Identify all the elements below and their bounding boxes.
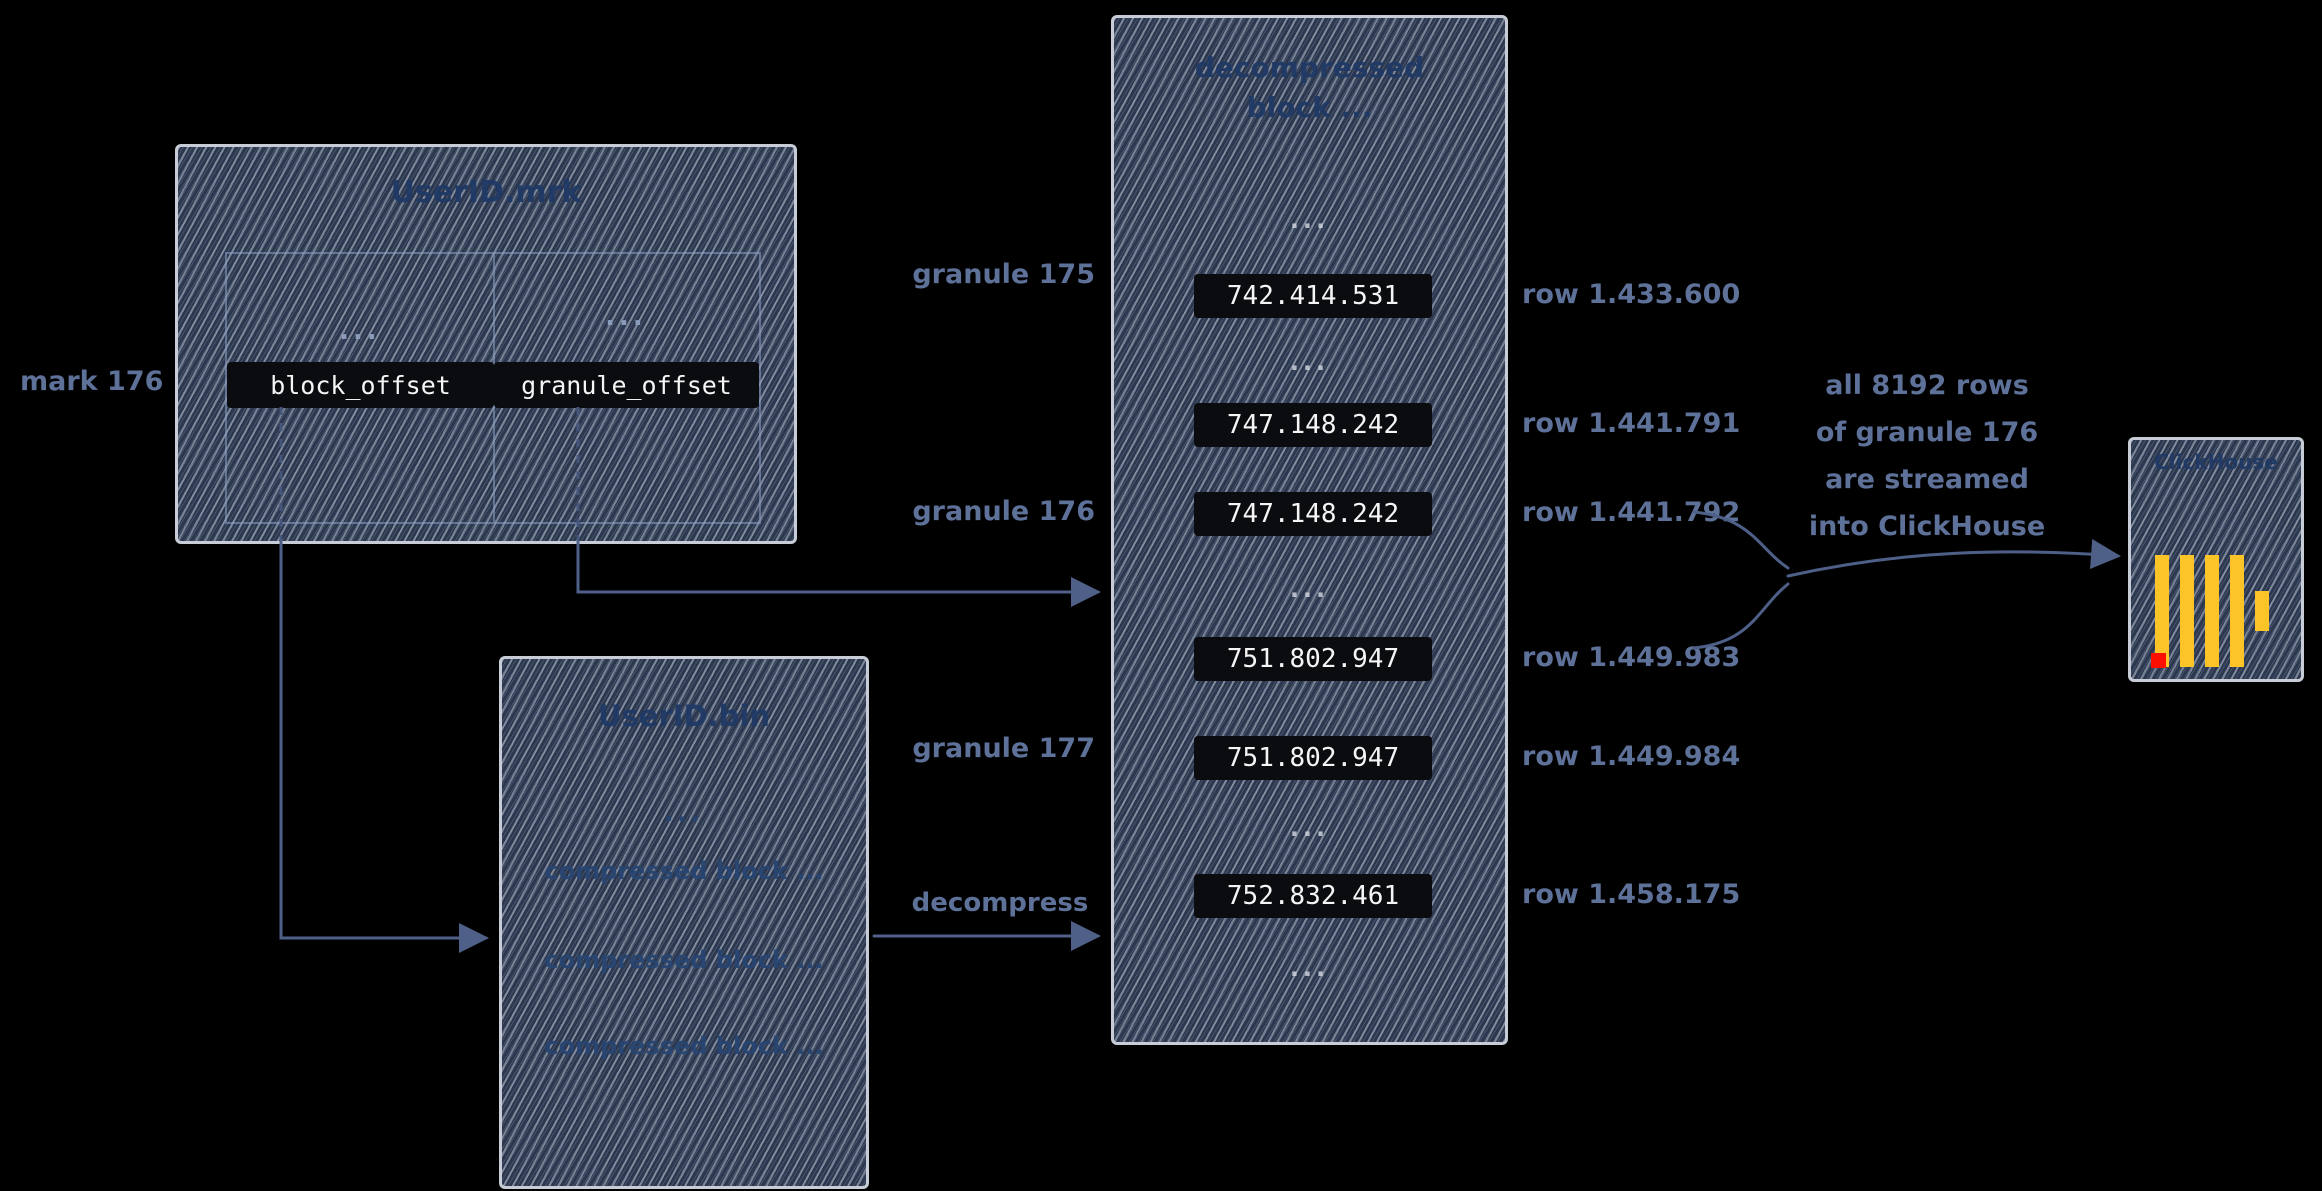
decompressed-block-title-line2: block ...	[1246, 91, 1373, 124]
logo-bar-3	[2205, 555, 2219, 667]
stream-note-line3: are streamed	[1825, 464, 2029, 495]
stream-note-line2: of granule 176	[1815, 417, 2039, 448]
granule-175-label: granule 175	[912, 259, 1095, 290]
granule-177-label: granule 177	[912, 733, 1095, 764]
granule-176-label: granule 176	[912, 496, 1095, 527]
userid-bin-file-box: UserID.bin ... compressed block ... comp…	[499, 656, 869, 1189]
bin-file-title: UserID.bin	[597, 699, 770, 733]
mrk-file-title: UserID.mrk	[390, 175, 582, 210]
clickhouse-box: ClickHouse	[2128, 437, 2304, 682]
row-label-3: row 1.441.792	[1522, 497, 1741, 528]
userid-value-5: 751.802.947	[1194, 736, 1432, 780]
value-dots-1: ...	[1289, 206, 1330, 234]
block-offset-dots: ...	[339, 316, 381, 346]
stream-note-line1: all 8192 rows	[1825, 370, 2029, 401]
userid-value-3: 747.148.242	[1194, 492, 1432, 536]
userid-value-1: 742.414.531	[1194, 274, 1432, 318]
mark-176-label: mark 176	[20, 366, 164, 397]
granule-offset-dots: ...	[605, 302, 647, 332]
block-offset-arrow	[279, 539, 489, 953]
stream-brace-bottom	[1692, 582, 1790, 650]
userid-value-2: 747.148.242	[1194, 403, 1432, 447]
logo-bar-short	[2255, 591, 2269, 631]
row-label-1: row 1.433.600	[1522, 279, 1741, 310]
mark-entry-table: ... ... block_offset granule_offset	[225, 252, 761, 524]
stream-note: all 8192 rows of granule 176 are streame…	[1782, 362, 2072, 550]
row-label-5: row 1.449.984	[1522, 741, 1741, 772]
compressed-block-2: compressed block ...	[544, 946, 824, 974]
value-dots-4: ...	[1289, 814, 1330, 842]
value-dots-3: ...	[1289, 575, 1330, 603]
userid-mrk-file-box: UserID.mrk ... ... block_offset granule_…	[175, 144, 797, 544]
logo-bar-1	[2155, 555, 2169, 667]
compressed-block-3: compressed block ...	[544, 1032, 824, 1060]
userid-value-6: 752.832.461	[1194, 874, 1432, 918]
row-label-4: row 1.449.983	[1522, 642, 1741, 673]
userid-value-4: 751.802.947	[1194, 637, 1432, 681]
value-dots-5: ...	[1289, 954, 1330, 982]
logo-bar-2	[2180, 555, 2194, 667]
granule-offset-header: granule_offset	[494, 362, 759, 408]
decompress-label: decompress	[911, 888, 1089, 918]
granule-offset-arrow	[576, 539, 1101, 607]
logo-red-accent	[2151, 653, 2166, 668]
stream-note-line4: into ClickHouse	[1808, 511, 2046, 542]
logo-bar-4	[2230, 555, 2244, 667]
decompressed-block-title-line1: decompressed	[1194, 51, 1425, 84]
clickhouse-title: ClickHouse	[2154, 450, 2278, 474]
clickhouse-logo-icon	[2151, 555, 2285, 671]
row-label-2: row 1.441.791	[1522, 408, 1741, 439]
compressed-block-1: compressed block ...	[544, 857, 824, 885]
block-offset-header: block_offset	[227, 362, 494, 408]
value-dots-2: ...	[1289, 348, 1330, 376]
bin-dots: ...	[664, 799, 704, 827]
stream-arrow	[1786, 539, 2121, 578]
decompressed-block-box: decompressed block ... ... 742.414.531 .…	[1111, 15, 1508, 1045]
row-label-6: row 1.458.175	[1522, 879, 1741, 910]
